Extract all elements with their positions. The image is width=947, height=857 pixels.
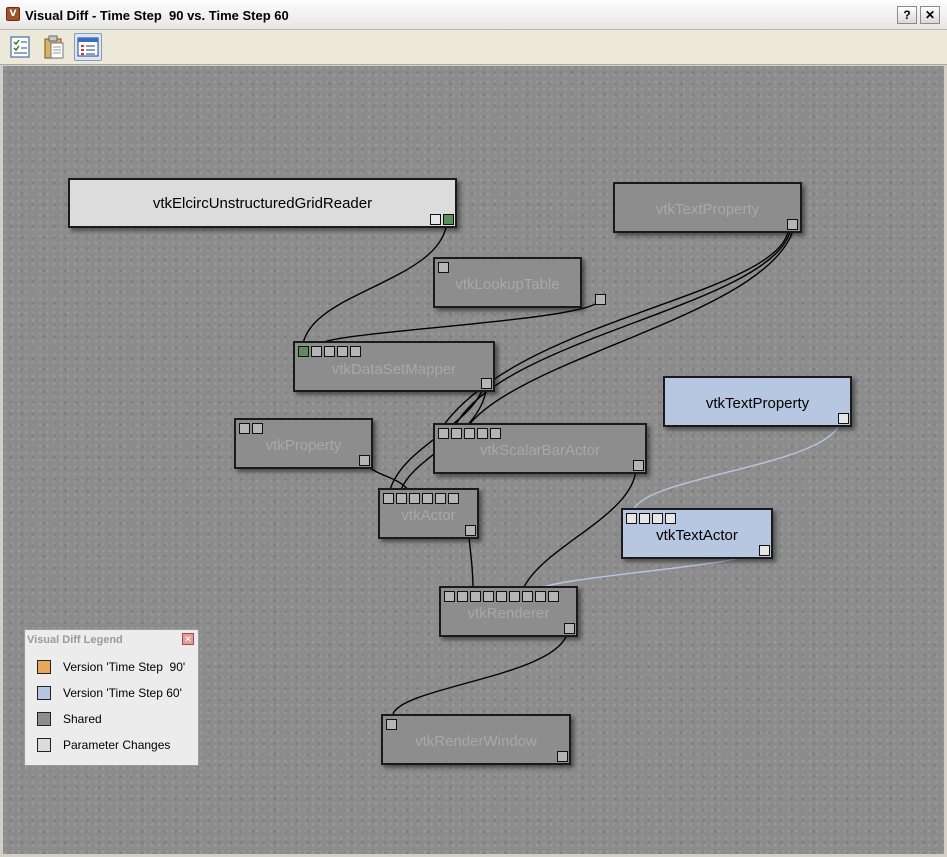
module-vtk-renderer[interactable]: vtkRenderer [439, 586, 578, 637]
input-port[interactable] [483, 591, 494, 602]
module-label: vtkRenderWindow [415, 733, 537, 750]
input-port[interactable] [337, 346, 348, 357]
module-label: vtkActor [401, 507, 456, 524]
input-port[interactable] [548, 591, 559, 602]
output-port[interactable] [359, 455, 370, 466]
input-port[interactable] [490, 428, 501, 439]
module-label: vtkTextProperty [655, 201, 760, 218]
legend-swatch [37, 660, 51, 674]
module-label: vtkRenderer [467, 605, 550, 622]
input-port[interactable] [477, 428, 488, 439]
input-port[interactable] [311, 346, 322, 357]
frame-edge [0, 66, 3, 857]
module-vtk-property[interactable]: vtkProperty [234, 418, 373, 469]
input-port[interactable] [252, 423, 263, 434]
connection-wire [467, 230, 794, 427]
properties-icon [77, 37, 99, 57]
output-port[interactable] [557, 751, 568, 762]
input-port[interactable] [509, 591, 520, 602]
module-vtk-render-window[interactable]: vtkRenderWindow [381, 714, 571, 765]
input-port[interactable] [652, 513, 663, 524]
module-label: vtkProperty [265, 437, 342, 454]
legend-swatch [37, 686, 51, 700]
clipboard-icon [44, 35, 64, 59]
input-port[interactable] [422, 493, 433, 504]
module-label: vtkElcircUnstructuredGridReader [152, 195, 373, 212]
checklist-button[interactable] [6, 33, 34, 61]
legend-close-button[interactable]: ✕ [182, 633, 194, 645]
input-port[interactable] [438, 262, 449, 273]
connection-wire [302, 220, 448, 345]
close-button[interactable]: ✕ [920, 6, 940, 24]
output-port[interactable] [787, 219, 798, 230]
output-port[interactable] [595, 294, 606, 305]
vistrails-icon: V [6, 7, 20, 21]
connection-wire [319, 299, 601, 345]
module-vtk-scalar-bar-actor[interactable]: vtkScalarBarActor [433, 423, 647, 474]
legend-label: Parameter Changes [63, 738, 171, 752]
visual-diff-legend: Visual Diff Legend ✕ Version 'Time Step … [24, 629, 199, 766]
connection-wire-v60 [632, 419, 842, 512]
legend-label: Version 'Time Step 60' [63, 686, 182, 700]
input-port[interactable] [496, 591, 507, 602]
input-port[interactable] [665, 513, 676, 524]
legend-label: Shared [63, 712, 102, 726]
input-port[interactable] [448, 493, 459, 504]
output-port[interactable] [481, 378, 492, 389]
output-port[interactable] [759, 545, 770, 556]
module-vtk-dataset-mapper[interactable]: vtkDataSetMapper [293, 341, 495, 392]
input-port[interactable] [324, 346, 335, 357]
module-label: vtkTextProperty [705, 395, 810, 412]
checklist-icon [10, 36, 30, 58]
legend-swatch [37, 738, 51, 752]
input-port[interactable] [535, 591, 546, 602]
input-port[interactable] [639, 513, 650, 524]
input-port[interactable] [435, 493, 446, 504]
module-vtk-text-actor[interactable]: vtkTextActor [621, 508, 773, 559]
input-port[interactable] [470, 591, 481, 602]
module-label: vtkScalarBarActor [479, 442, 601, 459]
properties-button[interactable] [74, 33, 102, 61]
input-port[interactable] [396, 493, 407, 504]
module-vtk-text-property-shared[interactable]: vtkTextProperty [613, 182, 802, 233]
input-port[interactable] [444, 591, 455, 602]
connection-wire [522, 468, 637, 590]
clipboard-button[interactable] [40, 33, 68, 61]
module-vtk-actor[interactable]: vtkActor [378, 488, 479, 539]
input-port[interactable] [298, 346, 309, 357]
legend-label: Version 'Time Step 90' [63, 660, 186, 674]
input-port[interactable] [457, 591, 468, 602]
connection-wire [392, 629, 569, 715]
input-port[interactable] [438, 428, 449, 439]
output-port[interactable] [443, 214, 454, 225]
input-port[interactable] [386, 719, 397, 730]
module-vtk-text-property-v60[interactable]: vtkTextProperty [663, 376, 852, 427]
input-port[interactable] [383, 493, 394, 504]
input-port[interactable] [522, 591, 533, 602]
output-port[interactable] [633, 460, 644, 471]
legend-title: Visual Diff Legend [27, 634, 123, 646]
window-title: Visual Diff - Time Step 90 vs. Time Step… [25, 8, 289, 23]
legend-swatch [37, 712, 51, 726]
module-vtk-lookup-table[interactable]: vtkLookupTable [433, 257, 606, 308]
input-port[interactable] [451, 428, 462, 439]
input-port[interactable] [464, 428, 475, 439]
input-port[interactable] [409, 493, 420, 504]
title-bar: V Visual Diff - Time Step 90 vs. Time St… [0, 0, 947, 30]
toolbar [0, 30, 947, 65]
input-port[interactable] [350, 346, 361, 357]
input-port[interactable] [626, 513, 637, 524]
output-port[interactable] [838, 413, 849, 424]
module-vtk-elcirc-reader[interactable]: vtkElcircUnstructuredGridReader [68, 178, 457, 228]
output-port[interactable] [465, 525, 476, 536]
output-port[interactable] [430, 214, 441, 225]
input-port[interactable] [239, 423, 250, 434]
output-port[interactable] [564, 623, 575, 634]
help-button[interactable]: ? [897, 6, 917, 24]
module-label: vtkDataSetMapper [331, 361, 457, 378]
module-label: vtkTextActor [656, 527, 738, 544]
module-label: vtkLookupTable [455, 276, 560, 293]
